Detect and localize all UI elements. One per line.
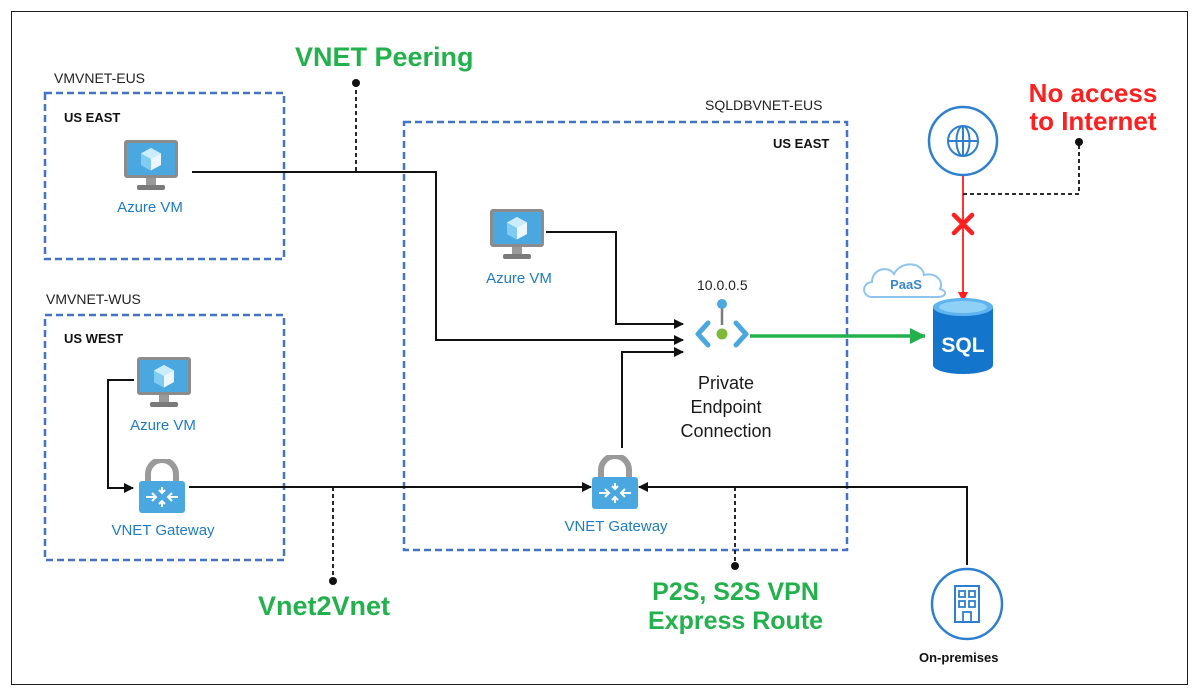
sql-vnet-vm-label: Azure VM xyxy=(486,270,552,287)
endpoint-caption: Private Endpoint Connection xyxy=(666,371,786,443)
endpoint-caption-line2: Endpoint xyxy=(690,397,762,417)
eus-vm-label: Azure VM xyxy=(117,199,183,216)
wus-vm-label: Azure VM xyxy=(130,417,196,434)
no-access-line1: No access xyxy=(1028,78,1158,108)
private-endpoint-icon xyxy=(695,299,749,348)
globe-icon xyxy=(927,105,999,177)
vnet-eus-name: VMVNET-EUS xyxy=(54,70,146,86)
onprem-label: On-premises xyxy=(919,650,999,665)
vnet-sql-box xyxy=(402,120,849,552)
vnet-sql-region: US EAST xyxy=(773,136,830,151)
endpoint-ip: 10.0.0.5 xyxy=(697,277,748,293)
no-access-line2: to Internet xyxy=(1029,106,1157,136)
sql-database-icon: SQL xyxy=(933,298,993,374)
onprem-connector xyxy=(638,482,968,565)
vnet-gateway-icon xyxy=(139,459,185,513)
peering-callout: VNET Peering xyxy=(295,42,474,72)
azure-vm-icon xyxy=(490,209,544,259)
wus-vm-to-gateway-connector xyxy=(107,379,134,493)
endpoint-caption-line1: Private xyxy=(697,373,755,393)
vnet-eus-box xyxy=(43,91,286,261)
vnet2vnet-callout: Vnet2Vnet xyxy=(258,591,391,621)
building-icon xyxy=(930,567,1004,641)
vnet-wus-name: VMVNET-WUS xyxy=(46,291,141,307)
blocked-x-icon xyxy=(951,212,975,236)
no-access-leader xyxy=(963,142,1080,195)
paas-cloud-icon: PaaS xyxy=(863,263,946,298)
gateway-to-endpoint-connector xyxy=(621,347,684,448)
vpn-callout-line2: Express Route xyxy=(648,607,824,635)
vpn-callout-line1: P2S, S2S VPN xyxy=(652,578,819,606)
azure-vm-icon xyxy=(124,140,178,190)
sql-vnet-gateway-label: VNET Gateway xyxy=(564,518,668,535)
vpn-callout: P2S, S2S VPN Express Route xyxy=(648,578,823,636)
vnet-sql-name: SQLDBVNET-EUS xyxy=(705,97,823,113)
endpoint-caption-line3: Connection xyxy=(680,421,772,441)
paas-label: PaaS xyxy=(890,277,922,292)
wus-gateway-label: VNET Gateway xyxy=(111,522,215,539)
sql-label: SQL xyxy=(941,334,984,357)
no-access-callout: No access to Internet xyxy=(1018,79,1168,135)
peering-connector xyxy=(192,171,684,345)
vnet-gateway-icon xyxy=(592,455,638,509)
local-vm-connector xyxy=(546,231,684,329)
azure-vm-icon xyxy=(137,357,191,407)
vnet-wus-region: US WEST xyxy=(64,331,124,346)
vnet-eus-region: US EAST xyxy=(64,110,121,125)
